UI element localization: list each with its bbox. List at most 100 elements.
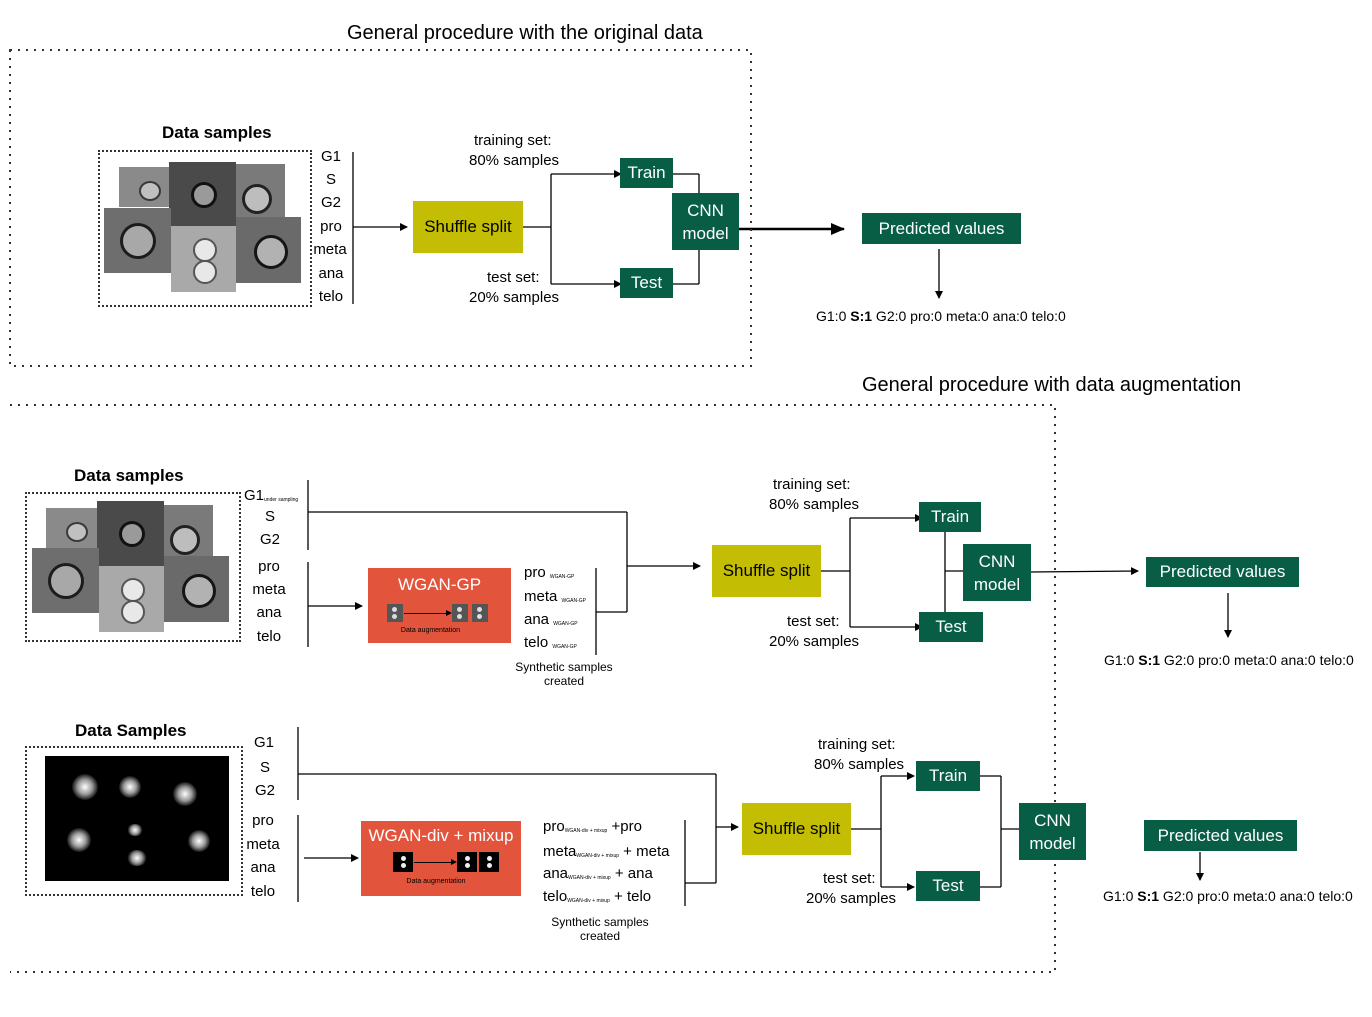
class-label: pro — [252, 812, 274, 829]
cnn-model-line: model — [682, 223, 729, 243]
augmentation-arrowhead-icon — [451, 859, 457, 865]
training-set-percentage: 80% samples — [469, 152, 560, 169]
test-set-label: test set: — [823, 870, 876, 887]
wgan-gp-box: WGAN-GP Data augmentation — [368, 568, 511, 643]
shuffle-split-box: Shuffle split — [742, 803, 851, 855]
wgan-div-mixup-title: WGAN-div + mixup — [368, 826, 514, 845]
class-label: pro — [258, 558, 280, 575]
class-label: meta — [246, 836, 280, 853]
augmentation-arrowhead-icon — [446, 610, 452, 616]
synthetic-class: teloWGAN-div + mixup + telo — [543, 888, 652, 905]
test-set-label: test set: — [787, 613, 840, 630]
prediction-output: G1:0 S:1 G2:0 pro:0 meta:0 ana:0 telo:0 — [1104, 652, 1354, 668]
test-set-label: test set: — [487, 269, 540, 286]
train-box: Train — [620, 158, 673, 188]
cell-image — [171, 226, 236, 292]
cnn-model-box: CNN model — [1019, 803, 1086, 860]
augmentation-arrow-icon — [414, 862, 453, 863]
class-label: ana — [318, 265, 344, 282]
class-label: telo — [250, 883, 276, 900]
test-box: Test — [919, 612, 983, 642]
data-samples-title: Data samples — [162, 123, 272, 142]
augmentation-output-icon — [452, 604, 468, 622]
cnn-model-line: model — [1029, 833, 1076, 853]
augmentation-procedure-frame — [10, 404, 1056, 973]
cell-image — [164, 556, 229, 622]
test-box: Test — [620, 268, 673, 298]
synthetic-class: pro WGAN-GP — [524, 564, 575, 581]
synthetic-class: metaWGAN-div + mixup + meta — [543, 843, 670, 860]
cell-image — [46, 508, 98, 548]
augmentation-output-icon — [457, 852, 477, 872]
synthetic-class: telo WGAN-GP — [524, 634, 577, 651]
class-label: meta — [252, 581, 286, 598]
augmentation-output-icon — [472, 604, 488, 622]
cnn-model-line: CNN — [687, 200, 724, 220]
predicted-values-box: Predicted values — [862, 213, 1021, 244]
shuffle-split-box: Shuffle split — [712, 545, 821, 597]
class-label: S — [259, 759, 270, 776]
training-set-label: training set: — [474, 132, 552, 149]
data-samples-title: Data Samples — [75, 721, 187, 740]
cell-image — [236, 217, 301, 283]
cnn-model-box: CNN model — [672, 193, 739, 250]
augmentation-input-icon — [387, 604, 403, 622]
data-samples-title: Data samples — [74, 466, 184, 485]
synthetic-class: meta WGAN-GP — [524, 588, 586, 605]
wgan-div-mixup-box: WGAN-div + mixup Data augmentation — [361, 821, 521, 896]
prediction-output: G1:0 S:1 G2:0 pro:0 meta:0 ana:0 telo:0 — [816, 308, 1066, 324]
augmentation-arrow-icon — [404, 613, 448, 614]
cell-image — [32, 548, 99, 613]
class-label: G2 — [259, 531, 280, 548]
cell-image — [169, 162, 236, 226]
cell-image — [164, 505, 213, 560]
augmentation-caption: Data augmentation — [406, 878, 466, 885]
class-label-g1: G1under sampling — [244, 487, 299, 504]
synthetic-class: ana WGAN-GP — [524, 611, 578, 628]
class-label: pro — [320, 218, 342, 235]
class-label: telo — [256, 628, 282, 645]
class-label: G2 — [254, 782, 275, 799]
prediction-output: G1:0 S:1 G2:0 pro:0 meta:0 ana:0 telo:0 — [1103, 888, 1353, 904]
cell-image — [236, 164, 285, 219]
training-set-label: training set: — [773, 476, 851, 493]
class-label: G2 — [320, 194, 341, 211]
original-procedure-title: General procedure with the original data — [347, 22, 703, 44]
shuffle-split-box: Shuffle split — [413, 201, 523, 253]
training-set-percentage: 80% samples — [769, 496, 860, 513]
train-box: Train — [919, 502, 981, 532]
test-box: Test — [916, 871, 980, 901]
cnn-model-line: CNN — [1034, 810, 1071, 830]
predicted-values-box: Predicted values — [1146, 557, 1299, 587]
predicted-values-box: Predicted values — [1144, 820, 1297, 851]
augmentation-output-icon — [479, 852, 499, 872]
fluorescence-image — [45, 756, 229, 881]
train-box: Train — [916, 761, 980, 791]
wgan-gp-title: WGAN-GP — [397, 575, 482, 594]
cnn-model-line: CNN — [978, 551, 1016, 571]
test-set-percentage: 20% samples — [806, 890, 897, 907]
cell-image — [119, 167, 171, 207]
class-label: ana — [256, 604, 282, 621]
augmentation-input-icon — [393, 852, 413, 872]
class-label: meta — [313, 241, 347, 258]
cell-image — [104, 208, 171, 273]
test-set-percentage: 20% samples — [769, 633, 860, 650]
augmentation-procedure-title: General procedure with data augmentation — [862, 374, 1242, 396]
class-label: G1 — [320, 148, 341, 165]
data-samples-frame — [25, 746, 243, 896]
training-set-percentage: 80% samples — [814, 756, 905, 773]
test-set-percentage: 20% samples — [469, 289, 560, 306]
cnn-model-box: CNN model — [963, 544, 1031, 601]
class-label: G1 — [253, 734, 274, 751]
class-label: ana — [250, 859, 276, 876]
augmentation-caption: Data augmentation — [400, 627, 461, 634]
data-samples-frame — [25, 492, 241, 642]
cell-image — [99, 566, 164, 632]
data-samples-frame — [98, 150, 312, 307]
synthetic-class: anaWGAN-div + mixup + ana — [543, 865, 653, 882]
cnn-model-line: model — [973, 574, 1021, 594]
